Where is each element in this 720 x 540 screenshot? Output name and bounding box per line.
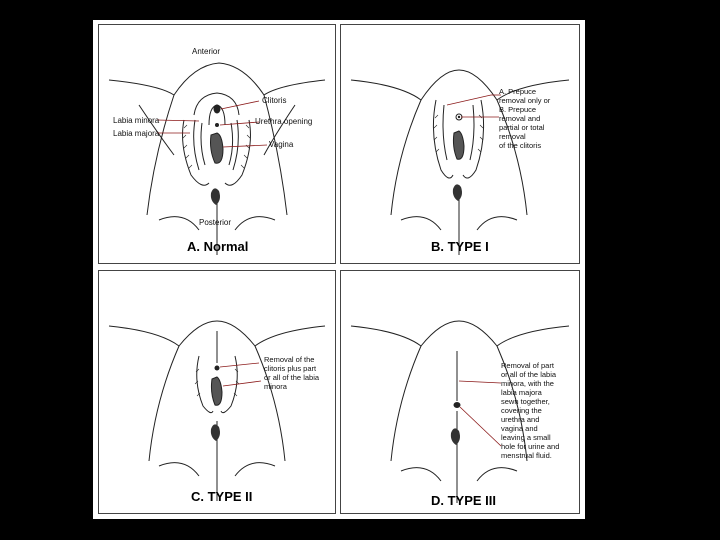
anatomy-drawing-type-3 bbox=[350, 320, 570, 503]
label-anterior: Anterior bbox=[192, 47, 221, 56]
label-posterior: Posterior bbox=[199, 218, 232, 227]
panel-title-type-1: B. TYPE I bbox=[431, 239, 489, 254]
panel-normal: Anterior Clitoris Labia minora Labia maj… bbox=[98, 24, 336, 264]
panel-type-1: A. Prepuce removal only or B. Prepuce re… bbox=[340, 24, 580, 264]
panel-type-2: Removal of the clitoris plus part or all… bbox=[98, 270, 336, 514]
label-urethra-opening: Urethra opening bbox=[255, 117, 313, 126]
panel-title-normal: A. Normal bbox=[187, 239, 249, 254]
anatomy-drawing-normal bbox=[108, 62, 326, 255]
note-type-3: Removal of part or all of the labia mino… bbox=[501, 361, 560, 460]
anatomy-drawing-type-2 bbox=[108, 320, 326, 501]
label-clitoris: Clitoris bbox=[262, 96, 287, 105]
label-vagina: Vagina bbox=[269, 140, 294, 149]
label-labia-majora: Labia majora bbox=[113, 129, 160, 138]
panel-title-type-2: C. TYPE II bbox=[191, 489, 253, 504]
label-labia-minora: Labia minora bbox=[113, 116, 160, 125]
note-type-1: A. Prepuce removal only or B. Prepuce re… bbox=[499, 87, 551, 150]
figure-sheet: Anterior Clitoris Labia minora Labia maj… bbox=[93, 20, 585, 519]
anatomy-drawing-type-1 bbox=[350, 69, 570, 255]
panel-title-type-3: D. TYPE III bbox=[431, 493, 497, 508]
panel-type-3: Removal of part or all of the labia mino… bbox=[340, 270, 580, 514]
note-type-2: Removal of the clitoris plus part or all… bbox=[264, 355, 320, 391]
